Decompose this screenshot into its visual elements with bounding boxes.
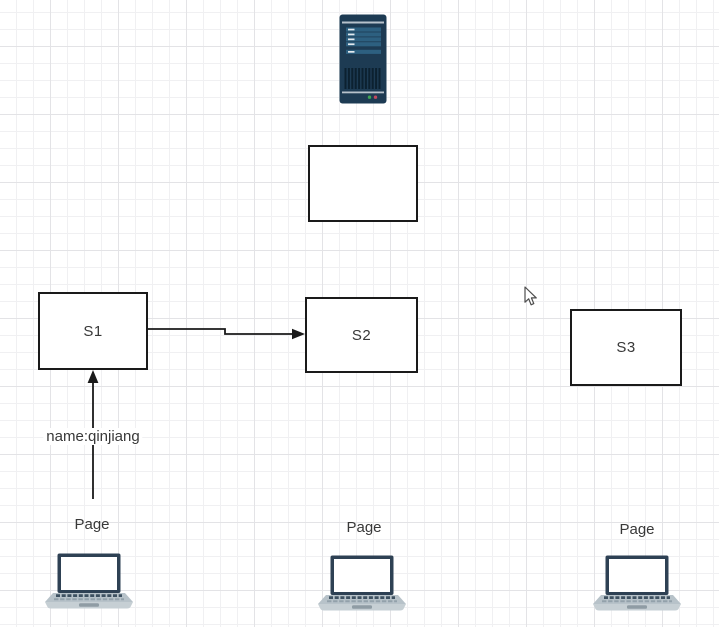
shape-s3-label: S3 — [616, 339, 636, 356]
arrowhead-icon — [87, 370, 99, 383]
laptop-icon[interactable] — [45, 553, 133, 609]
server-icon[interactable] — [339, 14, 387, 104]
led-green-icon — [367, 95, 372, 99]
server-vent — [344, 68, 381, 89]
server-drive-bays — [346, 27, 381, 54]
edge-label-name-qinjiang[interactable]: name:qinjiang — [43, 428, 143, 445]
laptop-icon[interactable] — [593, 555, 681, 611]
arrowhead-icon — [292, 328, 305, 340]
shape-s1-label: S1 — [83, 322, 103, 340]
shape-s2[interactable]: S2 — [305, 297, 418, 373]
shape-s2-label: S2 — [351, 326, 372, 344]
shape-empty-rect[interactable] — [308, 145, 418, 222]
client-label-page-1: Page — [74, 516, 110, 533]
led-red-icon — [373, 95, 378, 99]
mouse-cursor — [524, 286, 537, 306]
shape-s1[interactable]: S1 — [38, 292, 148, 370]
edge-s1-to-s2[interactable] — [148, 328, 305, 340]
client-label-page-3: Page — [619, 521, 655, 538]
client-label-page-2: Page — [346, 519, 382, 536]
shape-s3[interactable]: S3 — [570, 309, 682, 386]
laptop-icon[interactable] — [318, 555, 406, 611]
